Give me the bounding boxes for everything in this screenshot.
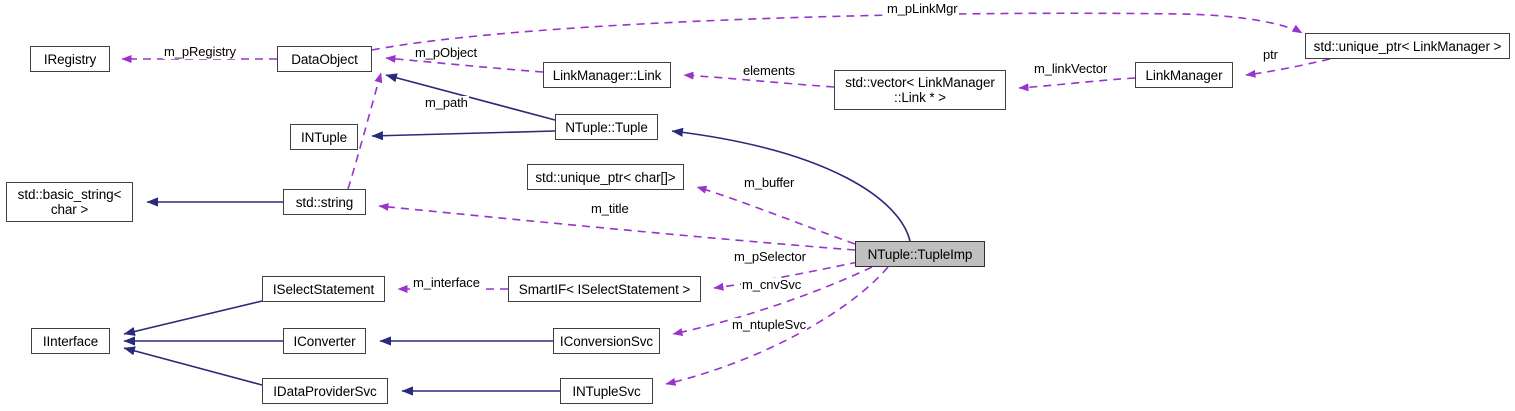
node-iconverter[interactable]: IConverter <box>283 328 366 354</box>
edge-label-ptr: ptr <box>1262 47 1279 62</box>
edge-m-pLinkMgr <box>371 12 1303 51</box>
edge-m-linkVector <box>1018 77 1136 92</box>
edge-label-m-pObject: m_pObject <box>414 45 478 60</box>
edge-tuple-intuple <box>371 130 556 141</box>
node-linkmanager-link[interactable]: LinkManager::Link <box>543 62 671 88</box>
node-iconversionsvc[interactable]: IConversionSvc <box>553 328 660 354</box>
node-idataprovidersvc[interactable]: IDataProviderSvc <box>262 378 388 404</box>
edge-label-m-title: m_title <box>590 201 630 216</box>
edge-label-m-linkVector: m_linkVector <box>1033 61 1109 76</box>
edge-label-m-pSelector: m_pSelector <box>733 249 807 264</box>
node-intuplesvc[interactable]: INTupleSvc <box>560 378 653 404</box>
node-std-string[interactable]: std::string <box>283 189 366 215</box>
edge-label-m-pLinkMgr: m_pLinkMgr <box>886 1 959 16</box>
node-smartif-iselectstatement[interactable]: SmartIF< ISelectStatement > <box>508 276 701 302</box>
edge-label-m-ntupleSvc: m_ntupleSvc <box>731 317 808 332</box>
edge-label-m-path: m_path <box>424 95 469 110</box>
node-iinterface[interactable]: IInterface <box>31 328 110 354</box>
edge-idataprovider-iinterface <box>123 346 263 386</box>
inheritance-edges <box>123 73 911 396</box>
edge-iselect-iinterface <box>123 300 263 336</box>
edge-label-m-interface: m_interface <box>412 275 481 290</box>
edge-label-m-pRegistry: m_pRegistry <box>163 44 237 59</box>
node-std-unique-ptr-linkmanager[interactable]: std::unique_ptr< LinkManager > <box>1305 33 1510 59</box>
node-iregistry[interactable]: IRegistry <box>30 46 110 72</box>
node-std-basic-string-char[interactable]: std::basic_string< char > <box>6 182 133 222</box>
edge-m-pObject <box>385 54 544 73</box>
node-dataobject[interactable]: DataObject <box>277 46 372 72</box>
edge-label-m-buffer: m_buffer <box>743 175 796 190</box>
node-intuple[interactable]: INTuple <box>290 124 358 150</box>
node-iselectstatement[interactable]: ISelectStatement <box>262 276 385 302</box>
node-std-vector-linkmanager-link[interactable]: std::vector< LinkManager ::Link * > <box>834 70 1006 110</box>
edge-ptr <box>1245 58 1331 78</box>
node-std-unique-ptr-char-array[interactable]: std::unique_ptr< char[]> <box>527 164 684 190</box>
node-ntuple-tuple[interactable]: NTuple::Tuple <box>555 114 658 140</box>
edge-label-m-cnvSvc: m_cnvSvc <box>741 277 803 292</box>
edge-m-buffer <box>696 185 856 245</box>
edge-tuple-dataobject <box>385 73 556 121</box>
edge-label-elements: elements <box>742 63 796 78</box>
node-linkmanager[interactable]: LinkManager <box>1135 62 1233 88</box>
node-ntuple-tupleimp[interactable]: NTuple::TupleImp <box>855 241 985 267</box>
